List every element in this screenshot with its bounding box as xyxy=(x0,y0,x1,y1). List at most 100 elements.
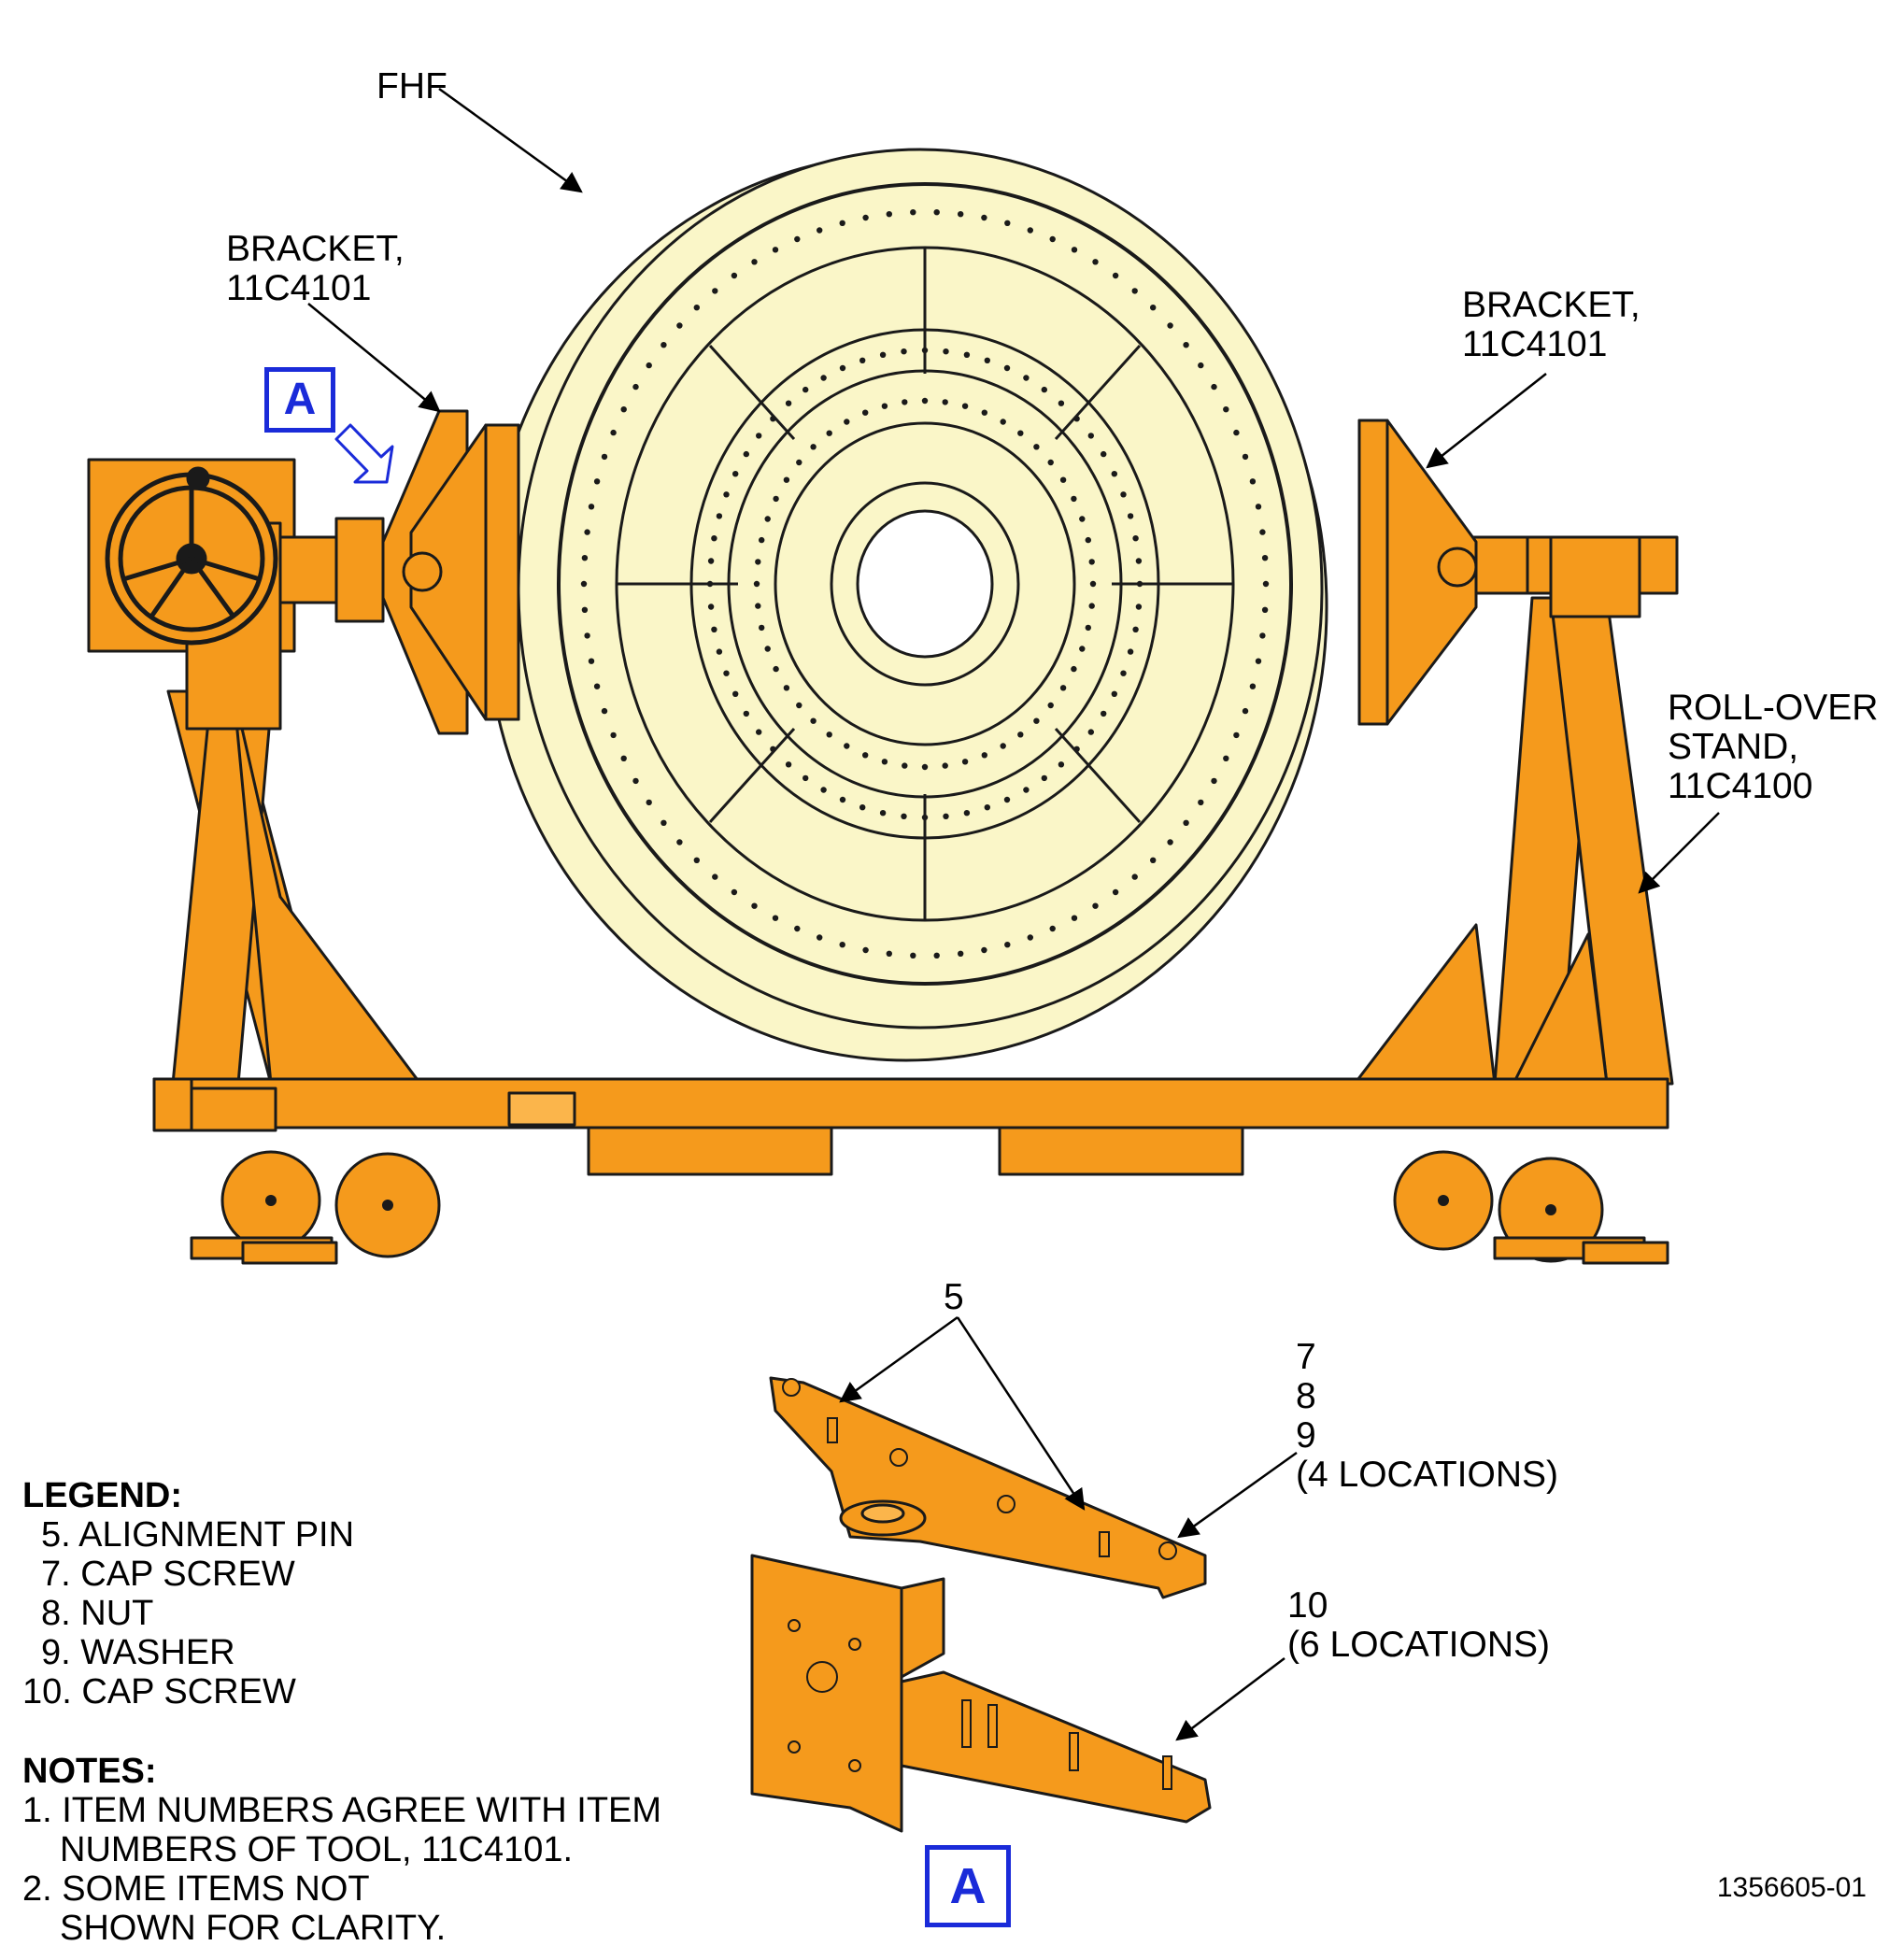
item-8-callout: 8 xyxy=(1296,1376,1316,1416)
detail-bracket xyxy=(750,1376,1212,1833)
bolt-hole xyxy=(981,409,988,416)
bolt-hole xyxy=(1150,857,1157,863)
bolt-hole xyxy=(879,351,887,358)
bolt-hole xyxy=(958,211,964,218)
bolt-hole xyxy=(794,925,801,932)
bolt-hole xyxy=(1071,665,1077,673)
bolt-hole xyxy=(1003,364,1011,372)
bolt-hole xyxy=(802,386,809,393)
bolt-hole xyxy=(646,362,652,369)
bolt-hole xyxy=(839,942,845,948)
bolt-hole xyxy=(783,476,790,483)
bolt-hole xyxy=(794,235,801,243)
bolt-hole xyxy=(1198,362,1204,369)
bolt-hole xyxy=(1058,400,1065,406)
bolt-hole xyxy=(743,710,749,717)
bolt-hole xyxy=(963,351,971,358)
bolt-hole xyxy=(1183,819,1189,826)
bolt-hole xyxy=(981,214,987,221)
view-a-title: A xyxy=(925,1845,1011,1927)
bolt-hole xyxy=(933,209,940,216)
bolt-hole xyxy=(759,536,765,544)
bolt-hole xyxy=(886,950,892,957)
view-direction-arrow xyxy=(334,423,394,484)
bolt-hole xyxy=(1088,603,1095,609)
item-10-callout: 10 xyxy=(1287,1585,1328,1626)
bolt-hole xyxy=(1223,755,1229,761)
bolt-hole xyxy=(886,211,892,218)
legend-item: 8. NUT xyxy=(41,1594,154,1633)
bolt-hole xyxy=(844,419,850,425)
bolt-hole xyxy=(1136,580,1143,588)
bolt-hole xyxy=(1198,799,1204,806)
view-a-marker: A xyxy=(264,367,335,433)
bolt-hole xyxy=(1120,491,1127,498)
bolt-hole xyxy=(921,763,929,771)
bolt-hole xyxy=(1000,419,1006,425)
bolt-hole xyxy=(711,626,717,632)
bolt-hole xyxy=(1059,476,1067,483)
bolt-hole xyxy=(785,761,792,768)
bolt-hole xyxy=(773,495,779,503)
bolt-hole xyxy=(756,433,762,439)
bolt-hole xyxy=(1101,450,1107,458)
bolt-hole xyxy=(921,347,929,354)
bolt-hole xyxy=(796,459,802,466)
bracket-right-label-line1: BRACKET, xyxy=(1462,285,1640,325)
handwheel xyxy=(105,466,278,646)
figure-number: 1356605-01 xyxy=(1716,1872,1867,1903)
bolt-hole xyxy=(1261,555,1269,561)
bolt-hole xyxy=(731,272,738,279)
bolt-hole xyxy=(770,416,776,422)
bolt-hole xyxy=(1261,606,1269,613)
bolt-hole xyxy=(601,707,608,715)
fhf-label: FHF xyxy=(376,66,447,107)
legend-item: 5. ALIGNMENT PIN xyxy=(41,1515,355,1555)
bolt-hole xyxy=(958,950,964,957)
bolt-hole xyxy=(802,774,809,782)
bolt-hole xyxy=(723,491,730,498)
bolt-hole xyxy=(839,796,846,803)
bolt-hole xyxy=(581,606,589,613)
bolt-hole xyxy=(963,810,971,817)
bolt-hole xyxy=(881,759,888,765)
item-7-callout: 7 xyxy=(1296,1337,1316,1377)
bolt-hole xyxy=(584,529,590,535)
bracket-left-label-line1: BRACKET, xyxy=(226,229,405,269)
bolt-hole xyxy=(1047,702,1054,709)
bolt-hole xyxy=(620,755,627,761)
bolt-hole xyxy=(942,399,948,405)
bolt-hole xyxy=(859,804,866,811)
bolt-hole xyxy=(772,247,779,253)
bolt-hole xyxy=(1131,288,1138,294)
rollover-label-line3: 11C4100 xyxy=(1668,766,1813,806)
bolt-hole xyxy=(610,429,617,436)
bolt-hole xyxy=(764,646,771,652)
bolt-hole xyxy=(1111,690,1118,697)
bolt-hole xyxy=(707,604,715,610)
bolt-hole xyxy=(1089,580,1097,588)
bolt-hole xyxy=(1167,839,1173,845)
bolt-hole xyxy=(984,357,991,363)
bolt-hole xyxy=(1027,934,1034,941)
legend: LEGEND: 5. ALIGNMENT PIN 7. CAP SCREW 8.… xyxy=(22,1476,354,1711)
bolt-hole xyxy=(921,397,929,405)
bolt-hole xyxy=(676,322,683,329)
notes-title: NOTES: xyxy=(22,1752,157,1791)
bolt-hole xyxy=(1017,430,1024,436)
bolt-hole xyxy=(862,752,869,759)
bolt-hole xyxy=(1000,743,1006,749)
bolt-hole xyxy=(796,702,802,709)
bolt-hole xyxy=(632,777,639,785)
bolt-hole xyxy=(584,632,590,639)
bolt-hole xyxy=(1041,386,1048,393)
bolt-hole xyxy=(1233,429,1240,436)
rollover-label-line2: STAND, xyxy=(1668,727,1799,767)
bolt-hole xyxy=(839,220,845,226)
bolt-hole xyxy=(839,364,846,372)
fhf-spokes xyxy=(617,248,1233,920)
bolt-hole xyxy=(1249,478,1257,485)
bolt-hole xyxy=(943,348,949,355)
bolt-hole xyxy=(753,580,760,588)
legend-item: 7. CAP SCREW xyxy=(41,1555,295,1594)
